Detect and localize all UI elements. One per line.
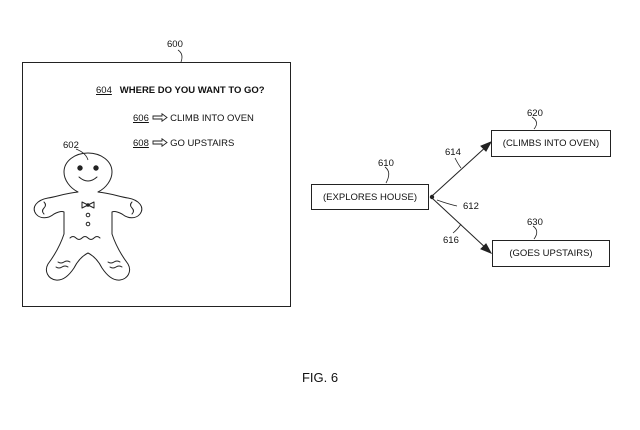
branch-point xyxy=(429,194,435,200)
edge-616 xyxy=(431,197,493,254)
edge-ref-label-614: 614 xyxy=(445,147,461,158)
node-label: (EXPLORES HOUSE) xyxy=(323,191,417,203)
root-ref-leader xyxy=(384,166,390,184)
gingerbread-character xyxy=(33,152,143,281)
option-row[interactable]: 606 CLIMB INTO OVEN xyxy=(133,113,254,124)
edge-614 xyxy=(431,141,493,197)
prompt-ref: 604 xyxy=(96,85,112,96)
figure-caption: FIG. 6 xyxy=(301,370,339,385)
node-explores-house: (EXPLORES HOUSE) xyxy=(311,184,429,210)
option-ref: 608 xyxy=(133,138,149,149)
leaf-ref-leader-630 xyxy=(532,225,538,240)
character-ref-label: 602 xyxy=(63,140,79,151)
leaf-ref-label-620: 620 xyxy=(527,108,543,119)
screen-ref-leader xyxy=(177,49,183,63)
edge-ref-label-616: 616 xyxy=(443,235,459,246)
option-ref: 606 xyxy=(133,113,149,124)
node-label: (CLIMBS INTO OVEN) xyxy=(502,138,600,149)
character-ref-leader xyxy=(75,148,89,161)
leaf-ref-label-630: 630 xyxy=(527,217,543,228)
option-text: GO UPSTAIRS xyxy=(170,138,235,149)
option-text: CLIMB INTO OVEN xyxy=(170,113,254,124)
edge-ref-leader-614 xyxy=(454,157,462,169)
right-arrow-icon xyxy=(152,113,168,122)
node-label: (GOES UPSTAIRS) xyxy=(509,248,593,259)
leaf-ref-leader-620 xyxy=(531,116,537,130)
option-row[interactable]: 608 GO UPSTAIRS xyxy=(133,138,234,149)
node-goes-upstairs: (GOES UPSTAIRS) xyxy=(492,240,610,267)
prompt-row: 604 WHERE DO YOU WANT TO GO? xyxy=(96,85,265,96)
edge-ref-leader-616 xyxy=(452,223,462,234)
branch-ref-leader xyxy=(436,199,458,207)
branch-ref-label: 612 xyxy=(463,201,479,212)
screen-ref-label: 600 xyxy=(167,39,183,50)
prompt-text: WHERE DO YOU WANT TO GO? xyxy=(119,85,265,96)
node-climbs-into-oven: (CLIMBS INTO OVEN) xyxy=(491,130,611,157)
right-arrow-icon xyxy=(152,138,168,147)
game-screen-panel: 604 WHERE DO YOU WANT TO GO? 606 CLIMB I… xyxy=(22,62,291,307)
root-ref-label: 610 xyxy=(378,158,394,169)
